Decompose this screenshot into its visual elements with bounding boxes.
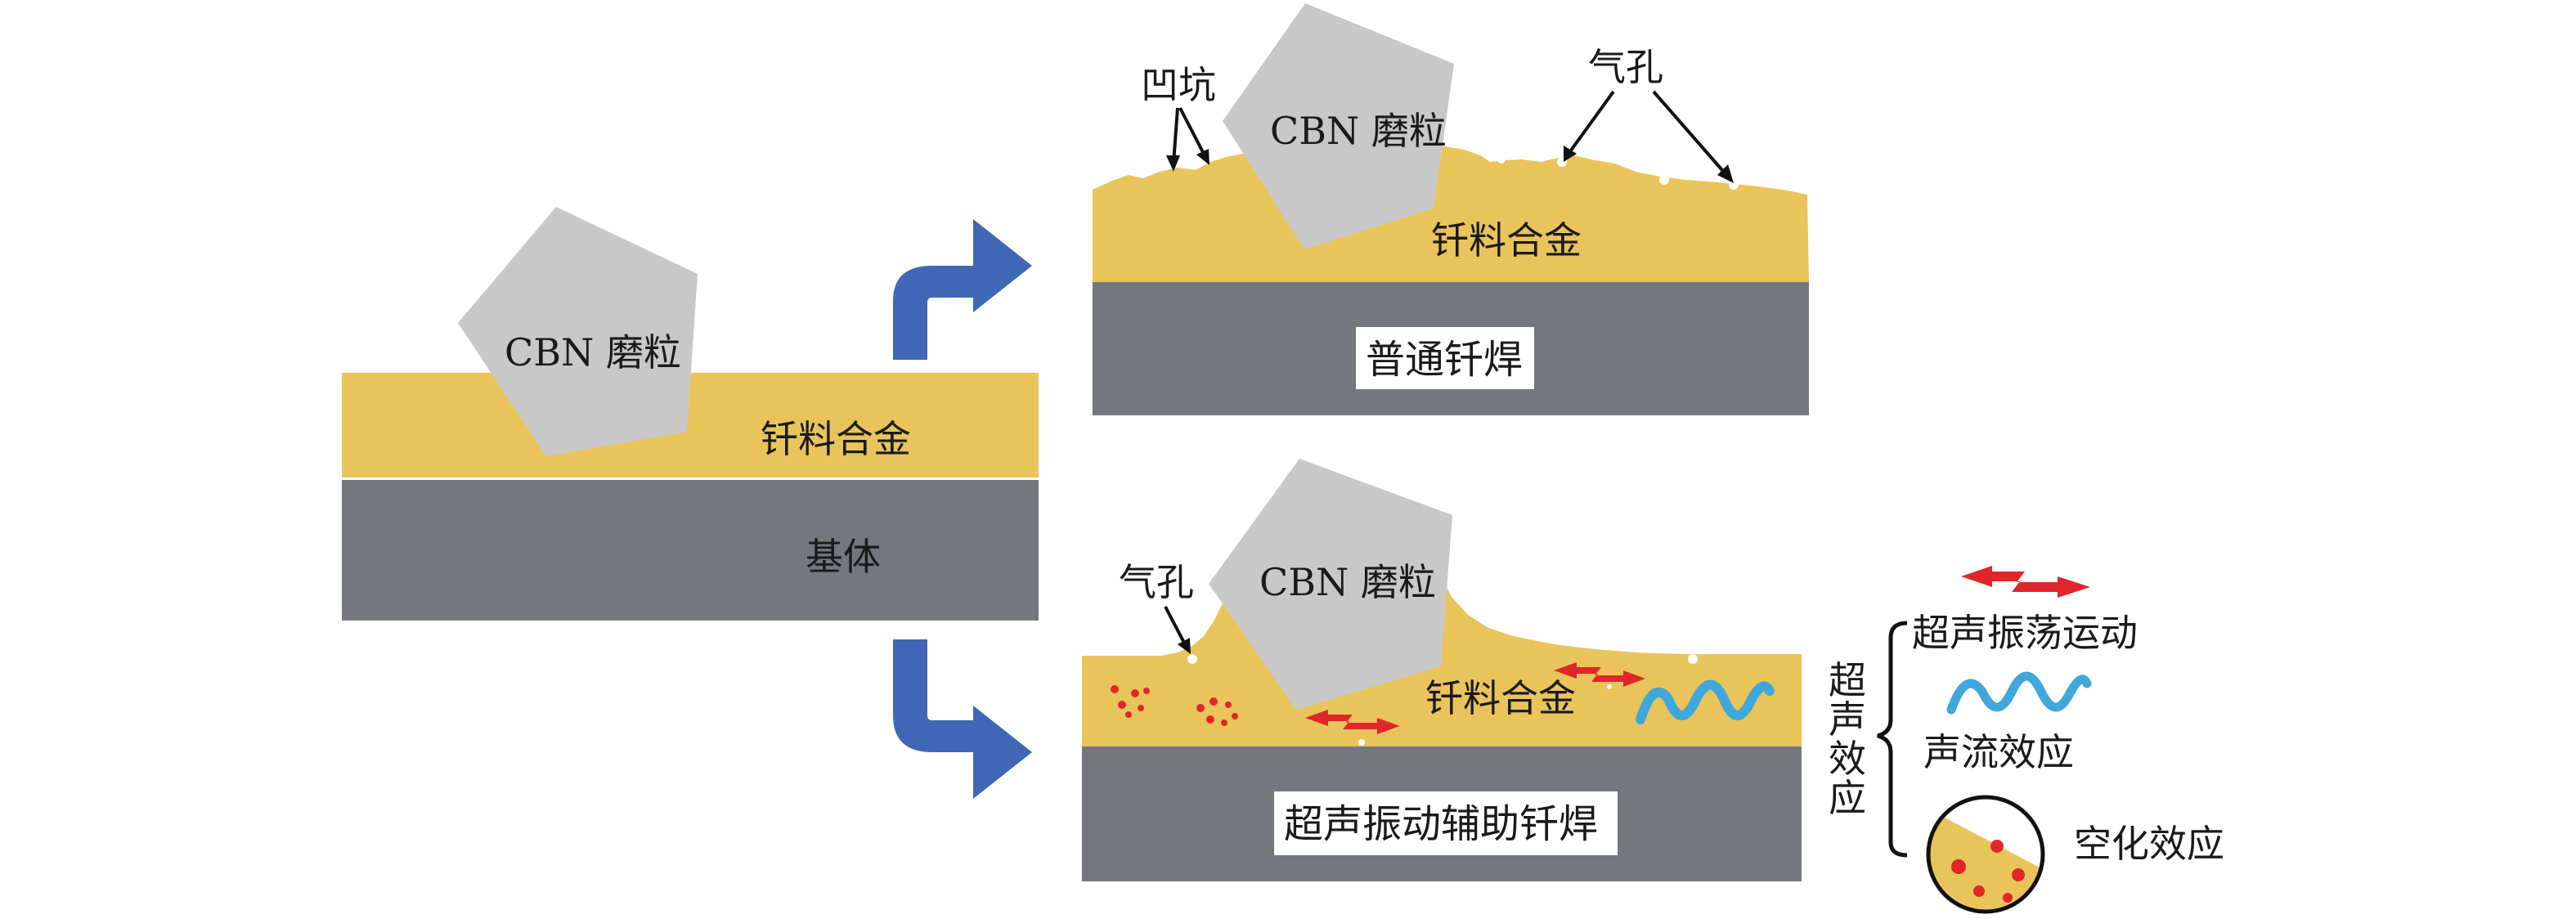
left-alloy-layer	[342, 373, 1039, 477]
top-cbn-grain	[1223, 3, 1454, 249]
top-alloy-label: 钎料合金	[1431, 218, 1582, 262]
bottom-grain-label: CBN 磨粒	[1259, 560, 1436, 604]
arrow-down-right	[893, 639, 1032, 799]
top-pore	[1659, 175, 1669, 185]
left-alloy-label: 钎料合金	[761, 417, 911, 461]
bottom-panel: CBN 磨粒 钎料合金 气孔 超声振动辅助钎焊	[1082, 459, 1802, 881]
top-panel: CBN 磨粒 钎料合金 凹坑 气孔 普通钎焊	[1093, 3, 1809, 415]
bottom-pore	[1607, 684, 1612, 689]
cavitation-circle-icon	[1926, 795, 2045, 914]
legend: 超 声 效 应 超声振荡运动 声流效应 空化效应	[1829, 566, 2224, 914]
top-grain-label: CBN 磨粒	[1270, 109, 1447, 153]
branch-arrows	[893, 219, 1032, 799]
bottom-alloy-label: 钎料合金	[1425, 676, 1576, 720]
acoustic-streaming-wave-icon	[1636, 679, 1775, 724]
pit-label: 凹坑	[1141, 63, 1216, 107]
legend-brace	[1877, 621, 1908, 858]
legend-label-cavitation: 空化效应	[2074, 822, 2224, 866]
bottom-pore	[1688, 654, 1698, 664]
blue-wave-icon	[1946, 671, 2092, 715]
legend-label-oscillation: 超声振荡运动	[1912, 611, 2138, 655]
oscillation-arrow-icon	[1554, 662, 1645, 687]
bottom-pore	[1358, 739, 1365, 746]
left-cbn-grain	[458, 207, 698, 456]
legend-group-char: 应	[1829, 776, 1866, 820]
pit-callout-arrows	[1172, 107, 1207, 164]
bottom-pore-callout-line	[1164, 606, 1187, 647]
bottom-pore	[1187, 654, 1197, 664]
legend-group-char: 效	[1829, 737, 1866, 781]
legend-group-char: 超	[1829, 658, 1866, 702]
bottom-process-box	[1274, 791, 1618, 855]
left-panel: CBN 磨粒 钎料合金 基体	[342, 207, 1039, 621]
top-pore	[1729, 180, 1739, 190]
bottom-process-label: 超声振动辅助钎焊	[1284, 801, 1598, 847]
oscillation-arrow-icon	[1305, 710, 1400, 734]
bottom-cbn-grain	[1209, 459, 1452, 710]
top-process-box	[1356, 327, 1534, 389]
legend-label-streaming: 声流效应	[1923, 730, 2074, 774]
legend-group-char: 声	[1829, 697, 1866, 742]
top-process-label: 普通钎焊	[1366, 337, 1523, 383]
left-grain-label: CBN 磨粒	[505, 330, 681, 374]
cavitation-bubbles	[1111, 685, 1238, 726]
pore-callout-arrows	[1567, 90, 1729, 177]
left-substrate-layer	[342, 480, 1039, 621]
bottom-pore-label: 气孔	[1119, 560, 1194, 604]
top-pore	[1497, 155, 1506, 164]
bottom-pore-callout-head	[1178, 638, 1191, 654]
red-zigzag-arrow-icon	[1961, 566, 2090, 598]
arrow-up-right	[893, 219, 1032, 360]
top-pore-label: 气孔	[1588, 45, 1663, 89]
left-substrate-label: 基体	[806, 535, 881, 579]
